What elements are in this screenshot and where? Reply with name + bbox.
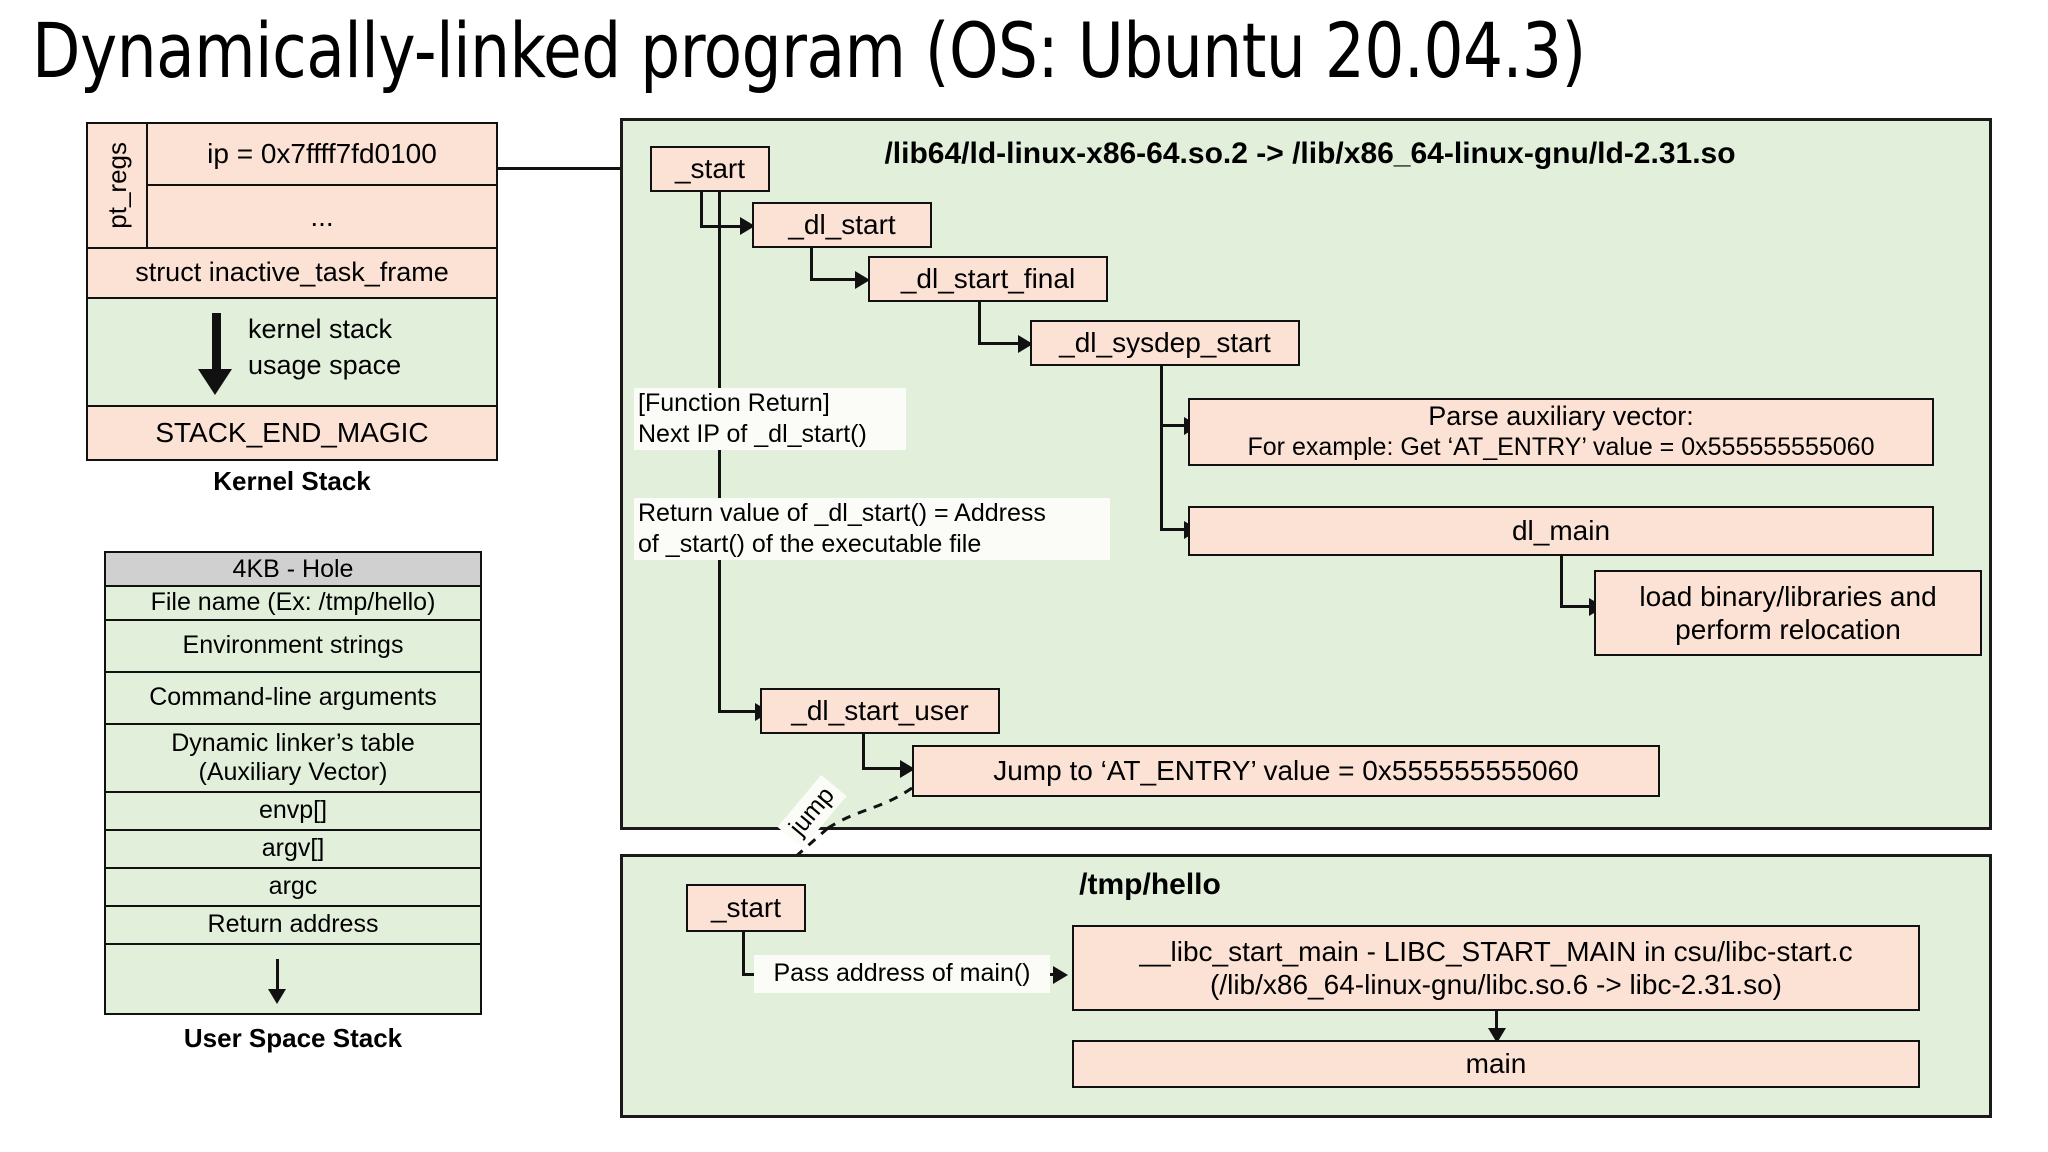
- user-stack-row-environment: Environment strings: [104, 619, 482, 673]
- dlmain-to-load-hline: [1560, 605, 1592, 608]
- kernel-stack-ellipsis-row: ...: [146, 184, 498, 249]
- libc-start-main-box: __libc_start_main - LIBC_START_MAIN in c…: [1072, 925, 1920, 1011]
- kernel-stack-group: pt_regs ip = 0x7ffff7fd0100 ... struct i…: [86, 122, 498, 496]
- kernel-stack-end-magic-row: STACK_END_MAGIC: [86, 405, 498, 461]
- dl-start-user-box: _dl_start_user: [760, 688, 1000, 734]
- pt-regs-cell: pt_regs: [86, 122, 148, 249]
- dl-start-final-box: _dl_start_final: [868, 256, 1108, 302]
- user-stack-group: 4KB - Hole File name (Ex: /tmp/hello) En…: [104, 551, 482, 1053]
- parse-aux-line2: For example: Get ‘AT_ENTRY’ value = 0x55…: [1247, 433, 1875, 462]
- kernel-stack-inactive-frame-row: struct inactive_task_frame: [86, 247, 498, 299]
- user-stack-row-hole: 4KB - Hole: [104, 551, 482, 587]
- exe-start-box: _start: [686, 884, 806, 932]
- kernel-stack-usage-space-label: kernel stack usage space: [248, 311, 478, 384]
- sysdep-to-dlmain-hline: [1160, 528, 1188, 531]
- load-binary-box: load binary/libraries and perform reloca…: [1594, 570, 1982, 656]
- user-stack-row-argc: argc: [104, 867, 482, 907]
- linker-panel-header: /lib64/ld-linux-x86-64.so.2 -> /lib/x86_…: [884, 137, 1736, 170]
- user-stack-row-argv: argv[]: [104, 829, 482, 869]
- user-stack-row-return-address: Return address: [104, 905, 482, 945]
- main-box: main: [1072, 1040, 1920, 1088]
- user-stack-row-growth: [104, 943, 482, 1015]
- user-stack-down-arrow: [268, 959, 288, 1005]
- user-stack-row-cmdline: Command-line arguments: [104, 671, 482, 725]
- dlstartuser-to-jump-arrowhead: [900, 760, 915, 778]
- dl-sysdep-start-box: _dl_sysdep_start: [1030, 320, 1300, 366]
- start-to-dlstart-vline: [700, 192, 703, 227]
- exestart-to-libc-arrowhead: [1053, 966, 1068, 984]
- final-to-sysdep-vline: [978, 302, 981, 345]
- start-to-dlstart-hline: [700, 225, 742, 228]
- dlstart-to-final-hline: [810, 278, 858, 281]
- dlstartuser-to-jump-hline: [862, 767, 904, 770]
- function-return-note: [Function Return] Next IP of _dl_start(): [634, 388, 906, 450]
- usage-space-line1: kernel stack: [248, 314, 393, 344]
- dl-main-box: dl_main: [1188, 506, 1934, 556]
- start-return-hline: [718, 710, 758, 713]
- dlstart-to-final-vline: [810, 248, 813, 281]
- final-to-sysdep-arrowhead: [1018, 335, 1033, 353]
- kernel-stack-ip-row: ip = 0x7ffff7fd0100: [146, 122, 498, 186]
- start-return-vline: [718, 192, 721, 712]
- user-stack-row-filename: File name (Ex: /tmp/hello): [104, 585, 482, 621]
- kernel-stack-down-arrow: [198, 313, 232, 397]
- start-to-dlstart-arrowhead: [740, 217, 755, 235]
- return-value-note: Return value of _dl_start() = Address of…: [634, 498, 1110, 560]
- pt-regs-label: pt_regs: [101, 142, 132, 229]
- jump-at-entry-box: Jump to ‘AT_ENTRY’ value = 0x55555555506…: [912, 745, 1660, 797]
- exe-panel-header: /tmp/hello: [1079, 868, 1221, 901]
- sysdep-to-parseaux-hline: [1160, 424, 1188, 427]
- dl-start-box: _dl_start: [752, 202, 932, 248]
- sysdep-branch-vline: [1160, 366, 1163, 530]
- page-title: Dynamically-linked program (OS: Ubuntu 2…: [32, 6, 1586, 95]
- exestart-to-libc-vline: [742, 932, 745, 976]
- ip-to-start-line: [498, 167, 638, 170]
- parse-auxiliary-vector-box: Parse auxiliary vector: For example: Get…: [1188, 398, 1934, 466]
- user-stack-caption: User Space Stack: [183, 1023, 403, 1053]
- pass-address-note: Pass address of main(): [754, 955, 1050, 993]
- linker-start-box: _start: [650, 146, 770, 192]
- dlstartuser-to-jump-vline: [862, 734, 865, 770]
- user-stack-row-envp: envp[]: [104, 791, 482, 831]
- user-stack-row-auxv: Dynamic linker’s table (Auxiliary Vector…: [104, 723, 482, 793]
- libc-to-main-arrowhead: [1488, 1028, 1506, 1043]
- dlstart-to-final-arrowhead: [855, 271, 870, 289]
- final-to-sysdep-hline: [978, 342, 1020, 345]
- dlmain-to-load-vline: [1560, 556, 1563, 608]
- libc-to-main-vline: [1495, 1011, 1498, 1043]
- kernel-stack-usage-space-row: kernel stack usage space: [86, 297, 498, 407]
- usage-space-line2: usage space: [248, 350, 402, 381]
- parse-aux-line1: Parse auxiliary vector:: [1428, 401, 1694, 432]
- kernel-stack-caption: Kernel Stack: [213, 466, 371, 496]
